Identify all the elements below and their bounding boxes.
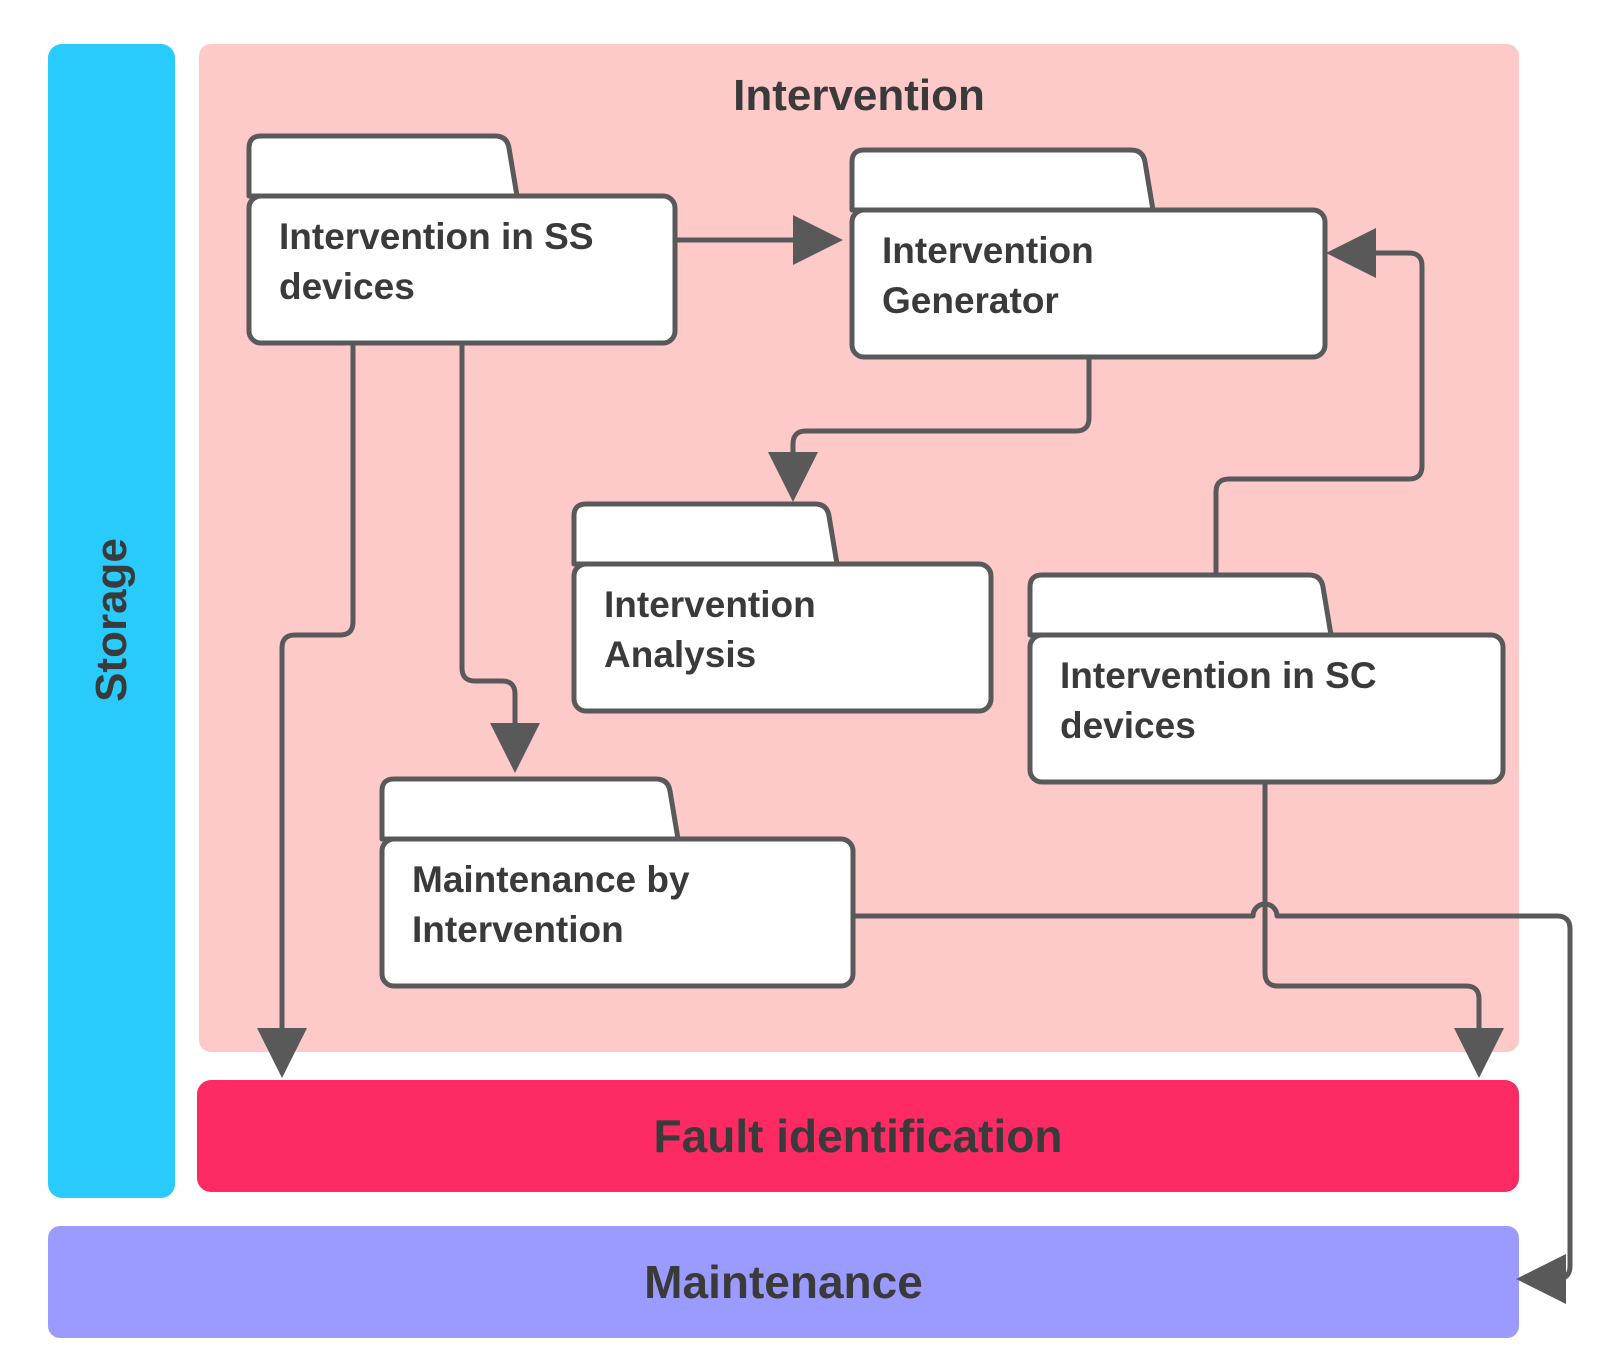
package-label-intervention-generator: Intervention Generator	[882, 230, 1094, 321]
maintenance-band: Maintenance	[48, 1226, 1519, 1338]
connector-ss-to-fault	[257, 344, 356, 1078]
package-intervention-in-ss-devices	[246, 133, 678, 346]
intervention-title: Intervention	[733, 71, 985, 120]
connector-sc-to-fault	[1262, 784, 1504, 1078]
package-label-maintenance-by-intervention: Maintenance by Intervention	[412, 859, 690, 950]
connector-sc-to-generator	[1213, 228, 1425, 574]
storage-band	[48, 44, 175, 1198]
connector-ss-to-maintenance-by-intervention	[459, 344, 540, 773]
connector-maintenance-by-intervention-to-maintenance	[853, 901, 1573, 1304]
package-label-intervention-in-sc-devices: Intervention in SC devices	[1060, 655, 1377, 746]
package-intervention-analysis	[571, 501, 994, 714]
connector-generator-to-analysis	[768, 358, 1092, 502]
package-intervention-generator	[849, 147, 1328, 360]
package-label-intervention-in-ss-devices: Intervention in SS devices	[279, 216, 594, 307]
fault-identification-band: Fault identification	[197, 1080, 1519, 1192]
package-intervention-in-sc-devices	[1027, 572, 1506, 785]
package-maintenance-by-intervention	[379, 776, 856, 989]
fault-identification-label: Fault identification	[653, 1110, 1063, 1162]
maintenance-label: Maintenance	[644, 1256, 923, 1308]
package-label-intervention-analysis: Intervention Analysis	[604, 584, 816, 675]
